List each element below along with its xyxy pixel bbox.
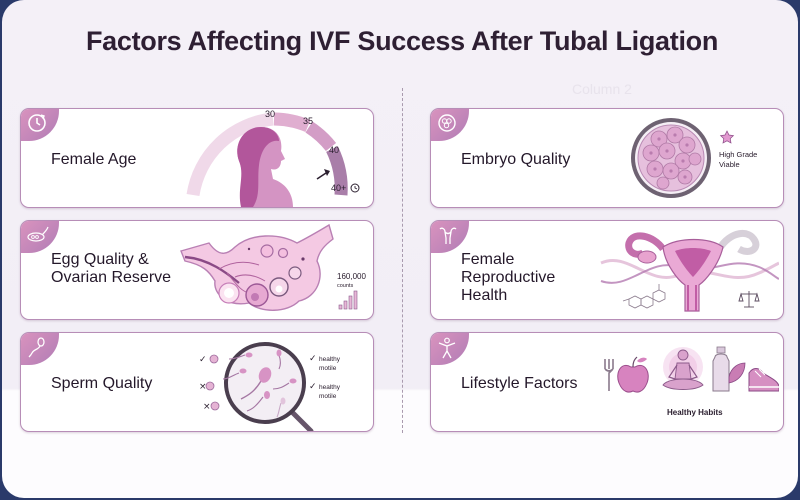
card-sperm-quality: Sperm Quality ✓ × × ✓ healthy <box>20 332 374 432</box>
svg-text:✓: ✓ <box>309 382 317 392</box>
card-female-age: Female Age 30 35 40 40+ <box>20 108 374 208</box>
water-bottle-icon <box>712 346 746 392</box>
person-icon <box>438 337 456 359</box>
svg-text:counts: counts <box>337 283 353 289</box>
corner-badge <box>431 109 469 141</box>
balance-scale-icon <box>738 291 760 308</box>
corner-badge <box>431 333 469 365</box>
corner-badge <box>431 221 469 253</box>
svg-text:40: 40 <box>329 145 339 155</box>
hormone-molecule-icon <box>622 284 666 309</box>
column-divider <box>402 88 403 433</box>
meditation-icon <box>662 347 704 390</box>
corner-badge <box>21 109 59 141</box>
ovary-illustration: 160,000 counts <box>180 223 366 311</box>
svg-text:40+: 40+ <box>331 183 346 193</box>
svg-text:160,000: 160,000 <box>337 272 366 281</box>
card-embryo-quality: Embryo Quality High Grade Viable <box>430 108 784 208</box>
svg-text:35: 35 <box>303 116 313 126</box>
card-reproductive-health: Female Reproductive Health <box>430 220 784 320</box>
svg-text:Healthy Habits: Healthy Habits <box>667 408 723 417</box>
svg-text:✓: ✓ <box>199 355 207 365</box>
svg-text:×: × <box>203 402 211 412</box>
uterus-icon <box>439 227 457 244</box>
card-egg-quality: Egg Quality & Ovarian Reserve 160,000 co… <box>20 220 374 320</box>
card-label: Female Reproductive Health <box>461 251 556 304</box>
clock-icon <box>28 114 46 132</box>
card-lifestyle-factors: Lifestyle Factors <box>430 332 784 432</box>
svg-text:High Grade: High Grade <box>719 150 757 159</box>
svg-text:×: × <box>199 382 207 392</box>
card-label: Female Age <box>51 151 137 168</box>
healthy-habits-illustration: Healthy Habits <box>604 346 779 417</box>
card-label: Egg Quality & Ovarian Reserve <box>51 251 172 286</box>
age-gauge-illustration: 30 35 40 40+ <box>186 109 360 207</box>
svg-text:30: 30 <box>265 109 275 119</box>
fork-apple-icon <box>604 356 649 393</box>
sperm-icon <box>28 337 45 358</box>
svg-text:healthy: healthy <box>319 356 341 363</box>
page-title: Factors Affecting IVF Success After Tuba… <box>85 26 719 56</box>
embryo-icon <box>438 114 456 132</box>
uterus-illustration <box>600 230 779 312</box>
sneaker-icon <box>748 368 779 392</box>
svg-text:motile: motile <box>319 393 337 400</box>
ovary-icon <box>27 226 49 242</box>
card-label: Lifestyle Factors <box>461 375 578 392</box>
svg-text:motile: motile <box>319 365 337 372</box>
svg-text:Viable: Viable <box>719 160 740 169</box>
corner-badge <box>21 333 59 365</box>
corner-badge <box>21 221 59 253</box>
card-label: Embryo Quality <box>461 151 571 168</box>
ghost-column-label: Column 2 <box>572 81 632 97</box>
sperm-magnifier-illustration: ✓ × × ✓ healthy motile ✓ <box>199 342 341 431</box>
svg-text:healthy: healthy <box>319 384 341 391</box>
card-label: Sperm Quality <box>51 375 153 392</box>
svg-text:✓: ✓ <box>309 354 317 364</box>
embryo-illustration: High Grade Viable <box>631 118 757 198</box>
